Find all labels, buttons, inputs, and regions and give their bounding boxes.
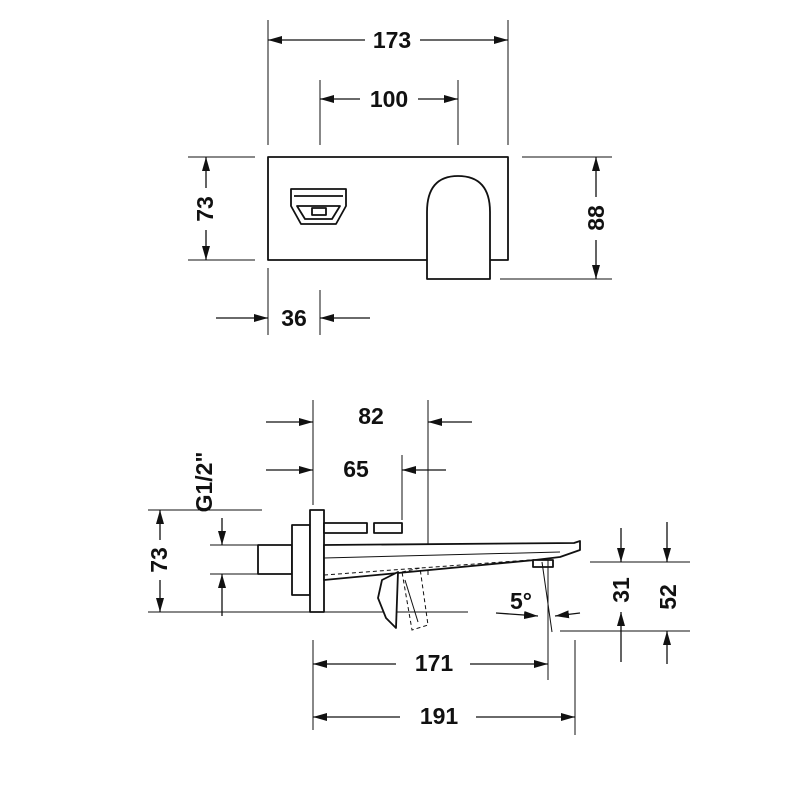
front-view: 173 100 73 88 36 [188, 20, 612, 335]
dim-total-projection: 191 [420, 703, 459, 729]
dim-spout-angle: 5° [510, 588, 532, 614]
lever-side [377, 571, 399, 629]
dim-line-angle-left [495, 611, 539, 619]
body-rear [291, 524, 311, 596]
dim-outlet-height: 52 [655, 584, 681, 610]
lever-handle [290, 188, 347, 225]
dim-line-angle-right [554, 610, 581, 619]
mixer-side-profile [257, 509, 581, 633]
dim-plate-height: 73 [192, 196, 218, 222]
dim-thread-size: G1/2" [191, 452, 217, 513]
wall-plate-side [309, 509, 325, 613]
dim-outlet-projection: 171 [415, 650, 454, 676]
dim-spout-center: 100 [370, 86, 408, 112]
dim-side-plate-height: 73 [146, 547, 172, 573]
dim-handle-outer-depth: 82 [358, 403, 384, 429]
dim-total-height: 88 [583, 205, 609, 231]
angle-tilted [541, 561, 553, 633]
dim-handle-offset: 36 [281, 305, 307, 331]
spout-midline [323, 551, 561, 559]
plate-ring-right [373, 522, 403, 534]
dim-width-total: 173 [373, 27, 411, 53]
thread-connector [257, 544, 293, 575]
dim-spout-height: 31 [608, 577, 634, 603]
spout-front [426, 175, 491, 280]
dim-handle-inner-depth: 65 [343, 456, 369, 482]
side-view: 82 65 G1/2" 73 31 52 5° 171 191 [146, 400, 690, 735]
plate-ring-left [323, 522, 368, 534]
lever-alt-line [404, 579, 419, 623]
lever-alt-position [401, 567, 429, 631]
